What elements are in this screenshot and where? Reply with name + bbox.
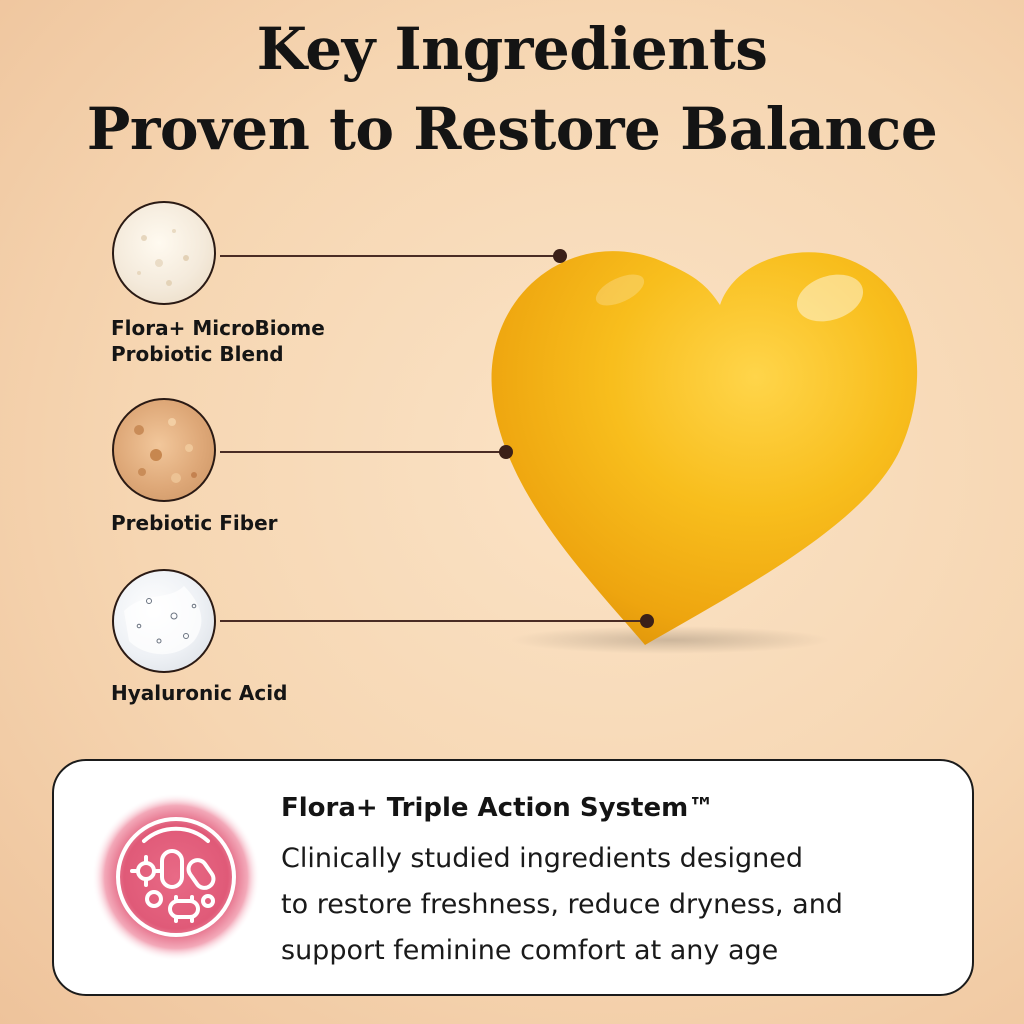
ingredient-label-hyaluronic-acid: Hyaluronic Acid (111, 680, 287, 706)
ingredient-label-line: Prebiotic Fiber (111, 511, 278, 535)
connector-line-2 (220, 451, 506, 453)
clear-gel-image (112, 569, 216, 673)
callout-body-line: Clinically studied ingredients designed (281, 843, 803, 874)
microbiome-petri-dish-icon (92, 793, 260, 961)
page-title-line-2: Proven to Restore Balance (86, 95, 938, 163)
yellow-heart-softgel-image (470, 220, 940, 670)
callout-body-line: to restore freshness, reduce dryness, an… (281, 889, 843, 920)
ingredient-label-line: Hyaluronic Acid (111, 681, 288, 705)
connector-dot-1 (553, 249, 567, 263)
callout-body-line: support feminine comfort at any age (281, 935, 779, 966)
connector-dot-2 (499, 445, 513, 459)
beige-powder-image (112, 398, 216, 502)
ingredient-label-probiotic-blend: Flora+ MicroBiome Probiotic Blend (111, 315, 325, 367)
callout-title: Flora+ Triple Action System™ (281, 793, 715, 823)
connector-line-1 (220, 255, 560, 257)
ingredient-label-line: Probiotic Blend (111, 342, 284, 366)
ingredient-label-prebiotic-fiber: Prebiotic Fiber (111, 510, 278, 536)
white-powder-image (112, 201, 216, 305)
connector-line-3 (220, 620, 647, 622)
page-title-line-1: Key Ingredients (256, 15, 768, 83)
connector-dot-3 (640, 614, 654, 628)
triple-action-callout-card: Flora+ Triple Action System™ Clinically … (52, 759, 974, 996)
callout-body: Clinically studied ingredients designed … (281, 836, 961, 974)
ingredient-label-line: Flora+ MicroBiome (111, 316, 325, 340)
